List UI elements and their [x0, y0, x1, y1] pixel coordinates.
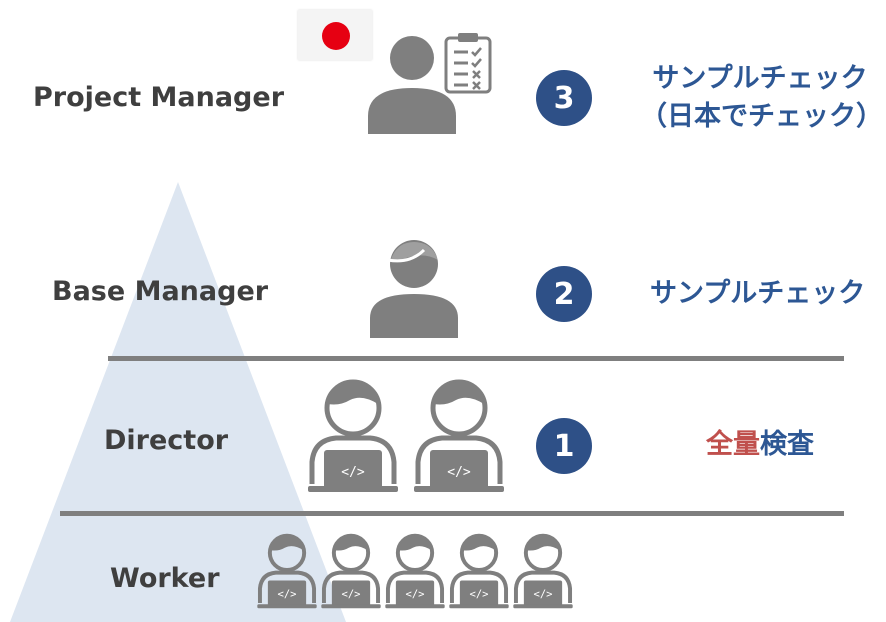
- director-icon-1: </>: [306, 374, 400, 494]
- svg-text:</>: </>: [533, 589, 552, 601]
- director-icon-2: </>: [412, 374, 506, 494]
- developer-laptop-icon: </>: [513, 533, 573, 609]
- svg-text:</>: </>: [341, 589, 360, 601]
- check-text-project-manager: サンプルチェック （日本でチェック）: [640, 60, 883, 136]
- step-badge-2: 2: [536, 266, 592, 322]
- worker-icons: </> </> </> </> </>: [256, 527, 574, 613]
- developer-laptop-icon: </>: [257, 533, 317, 609]
- check-text-director: 全量検査: [706, 426, 814, 464]
- role-label-director: Director: [104, 425, 229, 456]
- developer-laptop-icon: </>: [385, 533, 445, 609]
- role-label-worker: Worker: [110, 563, 220, 594]
- person-with-checklist-icon: [368, 33, 492, 134]
- step-badge-1: 1: [536, 418, 592, 474]
- check-text-blue: 検査: [760, 429, 814, 460]
- svg-text:</>: </>: [341, 465, 365, 480]
- svg-text:</>: </>: [405, 589, 424, 601]
- developer-laptop-icon: </>: [308, 379, 398, 492]
- check-text-line-1: サンプルチェック: [652, 63, 868, 94]
- developer-laptop-icon: </>: [449, 533, 509, 609]
- step-badge-3: 3: [536, 70, 592, 126]
- divider-director-worker: [60, 511, 844, 516]
- svg-text:</>: </>: [277, 589, 296, 601]
- japan-flag-icon: [298, 10, 372, 60]
- developer-laptop-icon: </>: [414, 379, 504, 492]
- check-text-red: 全量: [706, 429, 760, 460]
- role-label-project-manager: Project Manager: [33, 82, 285, 113]
- check-text-base-manager: サンプルチェック: [650, 278, 866, 309]
- person-icon: [370, 240, 458, 338]
- role-label-base-manager: Base Manager: [52, 276, 269, 307]
- check-text-line-2: （日本でチェック）: [640, 101, 883, 132]
- divider-base-director: [108, 356, 844, 361]
- developer-laptop-icon: </>: [321, 533, 381, 609]
- svg-text:</>: </>: [447, 465, 471, 480]
- svg-text:</>: </>: [469, 589, 488, 601]
- flag-red-circle: [322, 22, 350, 50]
